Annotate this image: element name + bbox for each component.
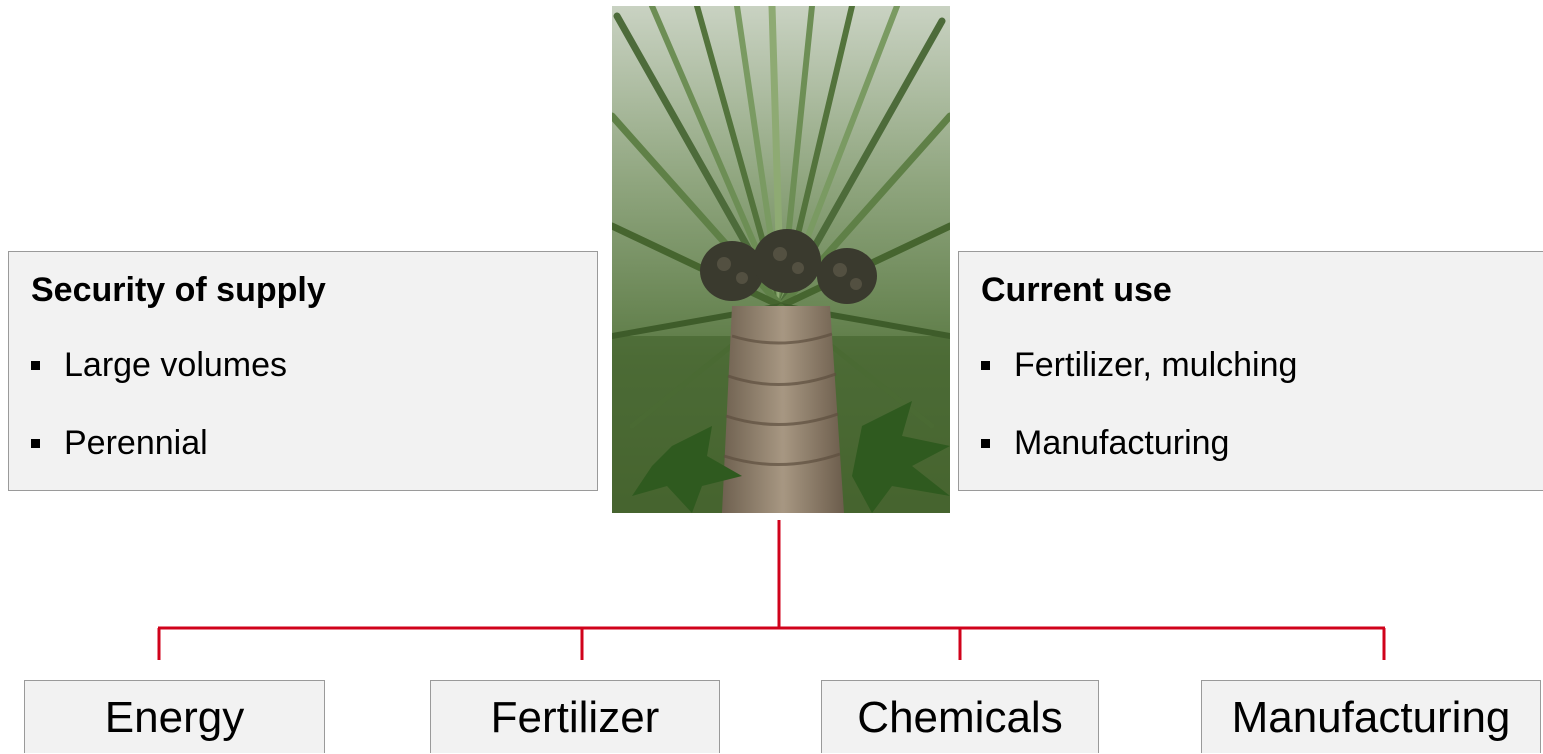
security-of-supply-title: Security of supply [31, 270, 326, 310]
list-item-label: Fertilizer, mulching [1014, 345, 1297, 385]
category-fertilizer: Fertilizer [430, 680, 720, 753]
list-item: Perennial [31, 423, 287, 463]
list-item: Manufacturing [981, 423, 1297, 463]
current-use-list: Fertilizer, mulching Manufacturing [981, 345, 1297, 501]
list-item-label: Perennial [64, 423, 208, 463]
category-energy: Energy [24, 680, 325, 753]
oil-palm-tree-photo [612, 6, 950, 513]
list-item-label: Manufacturing [1014, 423, 1229, 463]
square-bullet-icon [981, 361, 990, 370]
category-manufacturing: Manufacturing [1201, 680, 1541, 753]
category-chemicals: Chemicals [821, 680, 1099, 753]
square-bullet-icon [31, 361, 40, 370]
list-item: Fertilizer, mulching [981, 345, 1297, 385]
security-of-supply-box: Security of supply Large volumes Perenni… [8, 251, 598, 491]
current-use-title: Current use [981, 270, 1172, 310]
list-item-label: Large volumes [64, 345, 287, 385]
square-bullet-icon [31, 439, 40, 448]
square-bullet-icon [981, 439, 990, 448]
security-of-supply-list: Large volumes Perennial [31, 345, 287, 501]
current-use-box: Current use Fertilizer, mulching Manufac… [958, 251, 1543, 491]
list-item: Large volumes [31, 345, 287, 385]
